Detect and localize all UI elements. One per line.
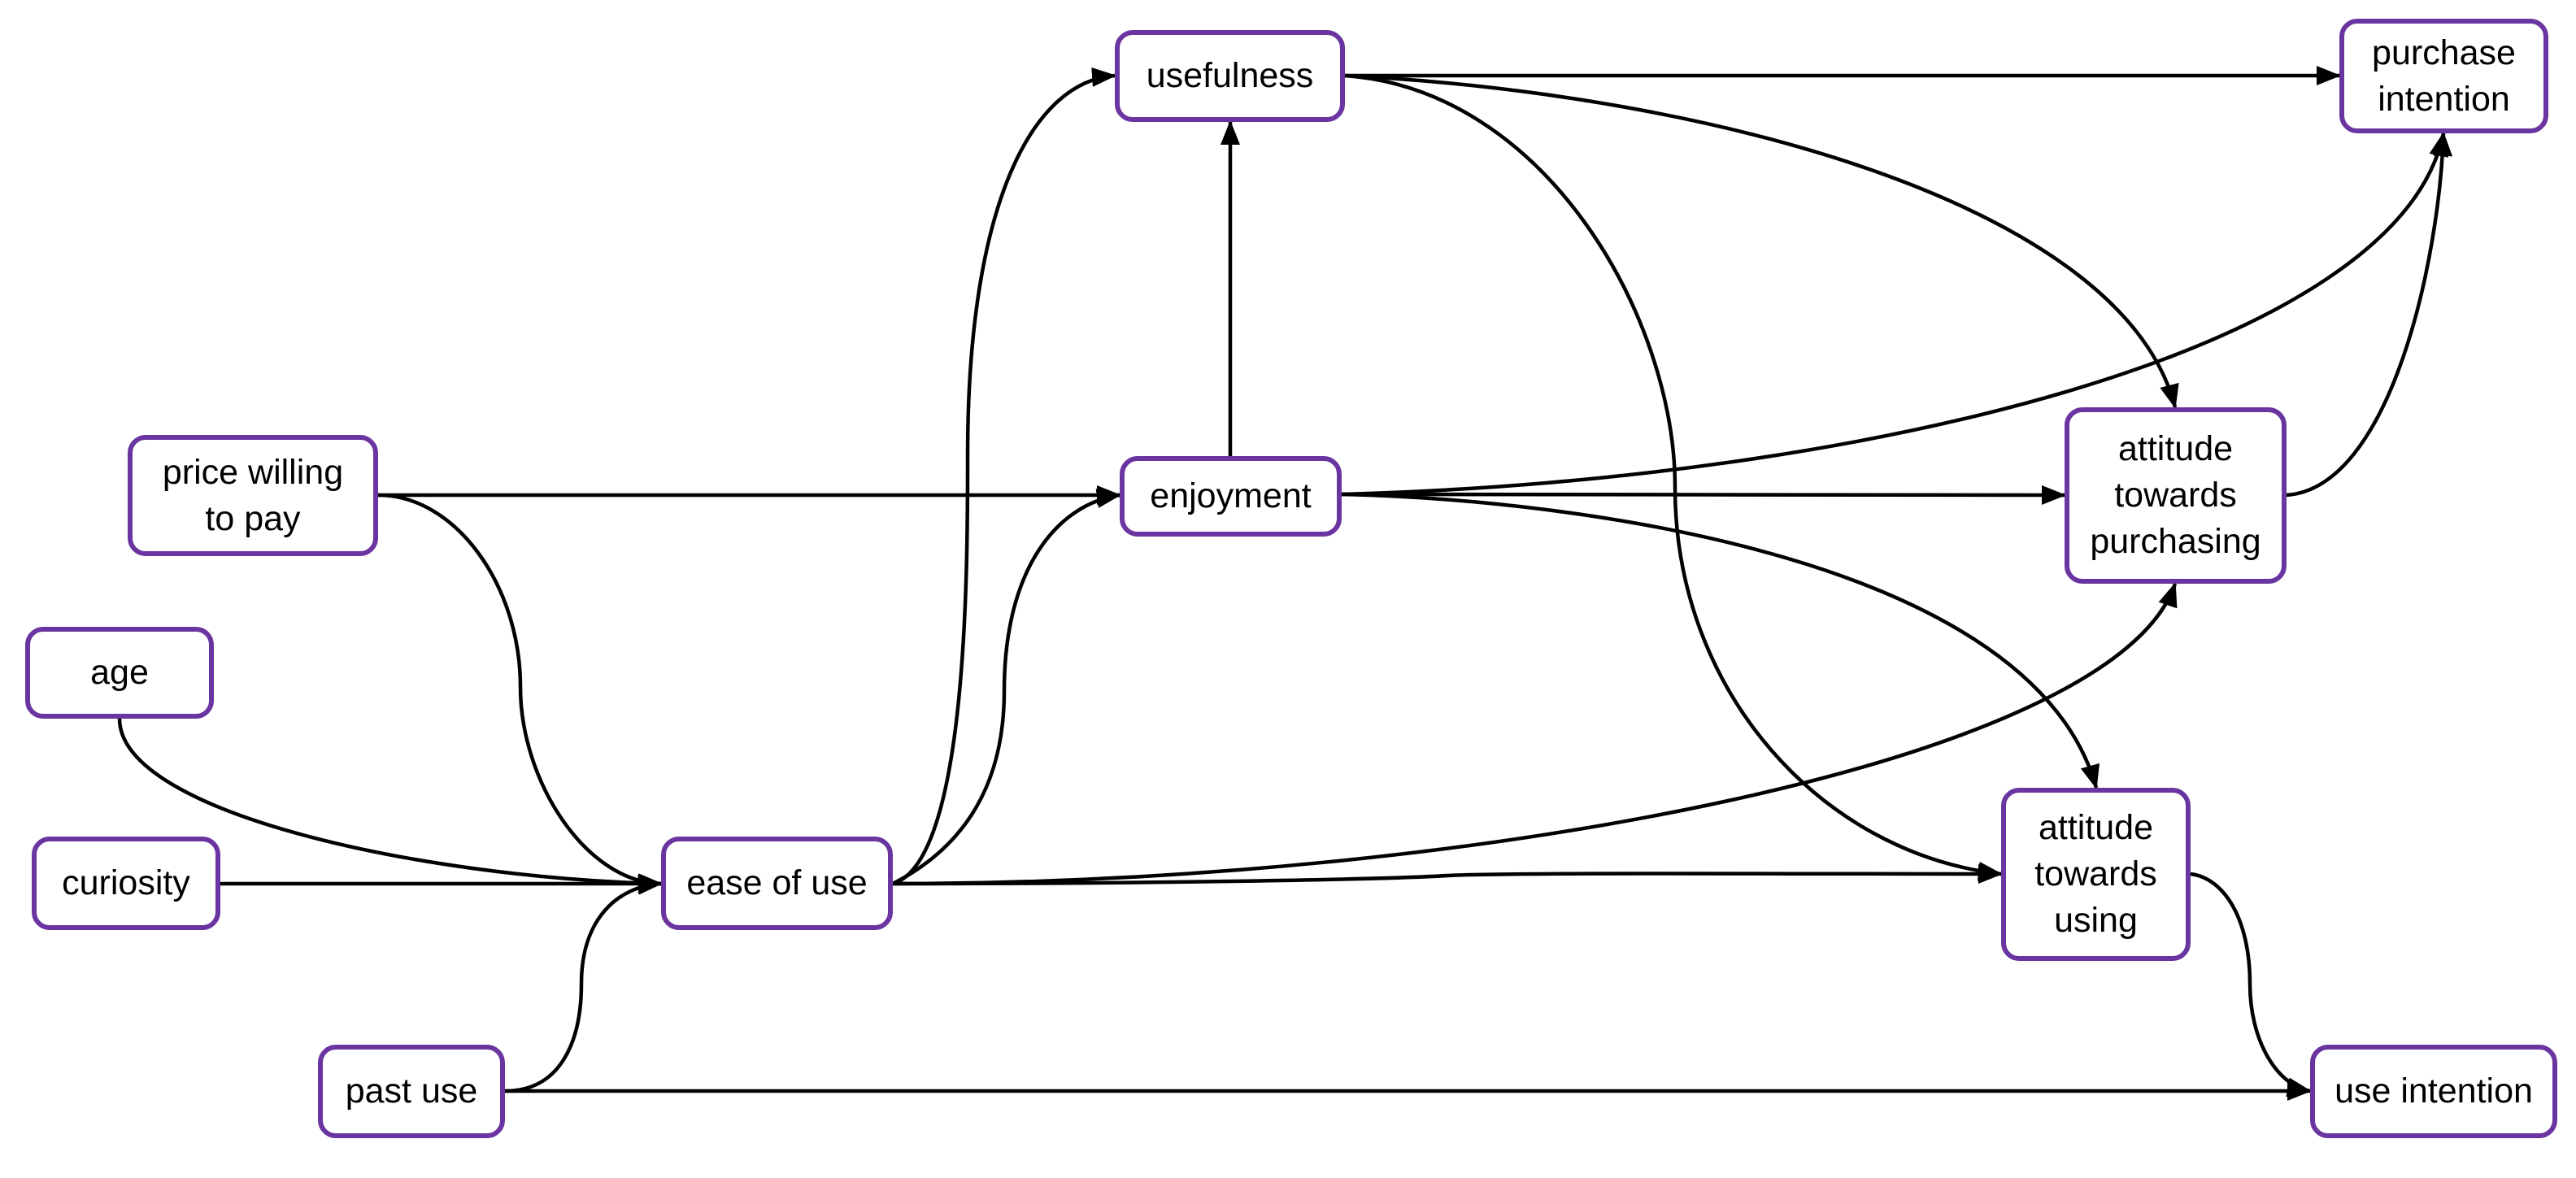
node-price-willing-to-pay: price willing to pay: [128, 435, 378, 556]
node-ease-of-use: ease of use: [661, 837, 893, 930]
node-enjoyment: enjoyment: [1120, 456, 1342, 537]
edge-usefulness-to-attitude-towards-using: [1344, 73, 2003, 881]
edge-usefulness-to-attitude-towards-purchasing: [1344, 73, 2179, 409]
edge-ease-of-use-to-usefulness: [892, 67, 1116, 886]
node-age: age: [25, 627, 214, 719]
node-usefulness: usefulness: [1115, 30, 1345, 122]
node-past-use: past use: [318, 1045, 505, 1138]
edge-attitude-towards-using-to-use-intention: [2190, 872, 2312, 1098]
node-attitude-towards-using: attitude towards using: [2001, 788, 2191, 961]
edge-ease-of-use-to-attitude-towards-purchasing: [892, 582, 2178, 886]
edge-enjoyment-to-attitude-towards-purchasing: [1341, 485, 2066, 505]
node-attitude-towards-purchasing: attitude towards purchasing: [2065, 407, 2287, 584]
node-purchase-intention: purchase intention: [2339, 19, 2548, 133]
edge-price-willing-to-pay-to-ease-of-use: [377, 493, 663, 893]
edge-past-use-to-ease-of-use: [504, 875, 663, 1093]
edge-ease-of-use-to-attitude-towards-using: [892, 863, 2003, 886]
edge-age-to-ease-of-use: [117, 718, 663, 893]
edge-enjoyment-to-attitude-towards-using: [1341, 492, 2100, 789]
node-use-intention: use intention: [2310, 1045, 2557, 1138]
edge-ease-of-use-to-enjoyment: [891, 489, 1121, 886]
edge-attitude-towards-purchasing-to-purchase-intention: [2286, 132, 2453, 498]
node-curiosity: curiosity: [32, 837, 220, 930]
edge-enjoyment-to-purchase-intention: [1341, 132, 2449, 497]
